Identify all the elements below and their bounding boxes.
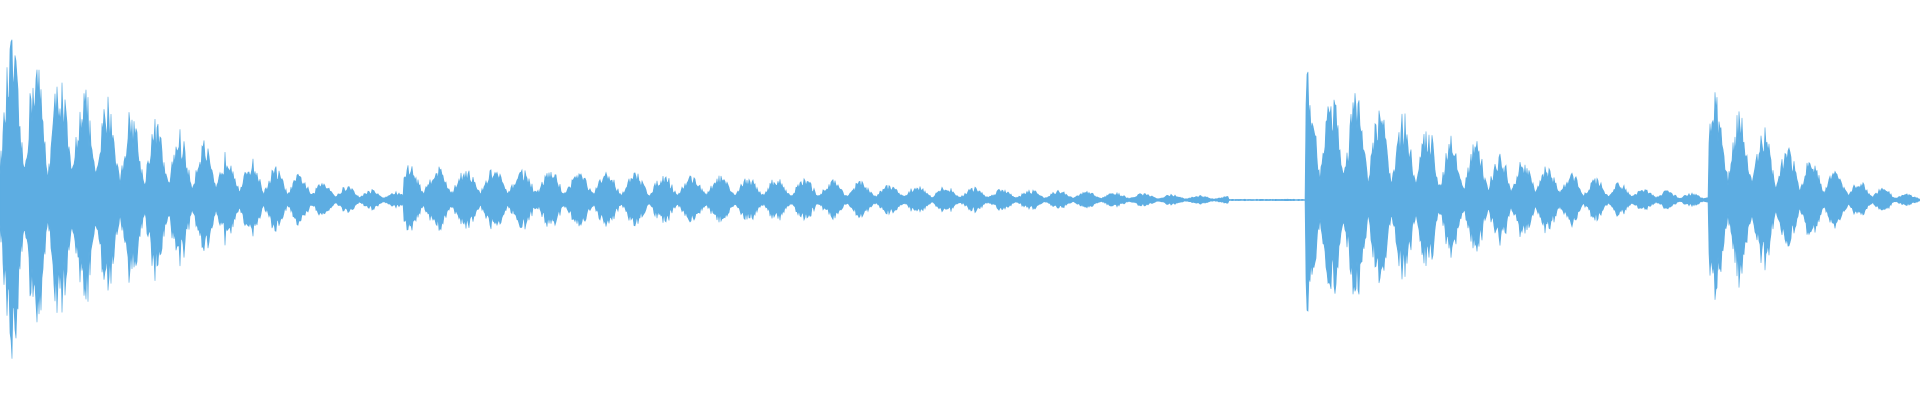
waveform-shape	[0, 39, 1920, 359]
waveform-path-group	[0, 39, 1920, 359]
